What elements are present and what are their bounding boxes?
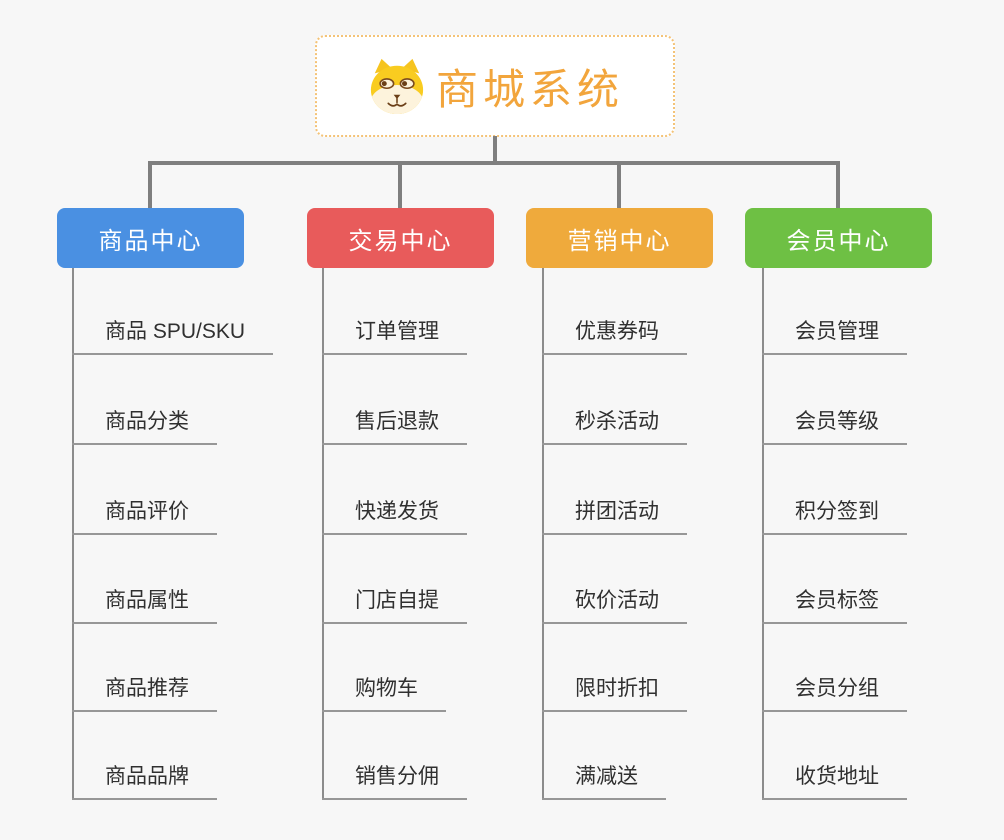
leaf-node[interactable]: 会员管理: [762, 319, 907, 355]
branch-product-center[interactable]: 商品中心: [57, 208, 244, 268]
branch-marketing-center[interactable]: 营销中心: [526, 208, 713, 268]
leaf-node[interactable]: 会员标签: [762, 588, 907, 624]
dog-face-icon: [366, 57, 428, 115]
leaf-node[interactable]: 商品分类: [72, 409, 217, 445]
leaf-node[interactable]: 优惠券码: [542, 319, 687, 355]
leaf-node[interactable]: 拼团活动: [542, 499, 687, 535]
branch-member-center[interactable]: 会员中心: [745, 208, 932, 268]
connector-drop: [398, 163, 402, 209]
leaf-node[interactable]: 商品属性: [72, 588, 217, 624]
leaf-node[interactable]: 订单管理: [322, 319, 467, 355]
leaf-node[interactable]: 门店自提: [322, 588, 467, 624]
leaf-node[interactable]: 会员等级: [762, 409, 907, 445]
leaf-node[interactable]: 售后退款: [322, 409, 467, 445]
leaf-node[interactable]: 砍价活动: [542, 588, 687, 624]
root-node[interactable]: 商城系统: [315, 35, 675, 137]
connector-drop: [836, 163, 840, 209]
connector-drop: [148, 163, 152, 209]
leaf-node[interactable]: 销售分佣: [322, 764, 467, 800]
leaf-node[interactable]: 商品评价: [72, 499, 217, 535]
leaf-node[interactable]: 限时折扣: [542, 676, 687, 712]
leaf-node[interactable]: 购物车: [322, 676, 446, 712]
leaf-node[interactable]: 满减送: [542, 764, 666, 800]
leaf-node[interactable]: 商品品牌: [72, 764, 217, 800]
branch-trade-center[interactable]: 交易中心: [307, 208, 494, 268]
connector-drop: [617, 163, 621, 209]
leaf-node[interactable]: 积分签到: [762, 499, 907, 535]
leaf-node[interactable]: 快递发货: [322, 499, 467, 535]
leaf-node[interactable]: 秒杀活动: [542, 409, 687, 445]
leaf-node[interactable]: 商品推荐: [72, 676, 217, 712]
leaf-node[interactable]: 收货地址: [762, 764, 907, 800]
leaf-node[interactable]: 会员分组: [762, 676, 907, 712]
connector-horizontal: [148, 161, 840, 165]
root-title: 商城系统: [435, 65, 624, 113]
leaf-node[interactable]: 商品 SPU/SKU: [72, 319, 274, 355]
connector-root-stub: [493, 136, 497, 163]
